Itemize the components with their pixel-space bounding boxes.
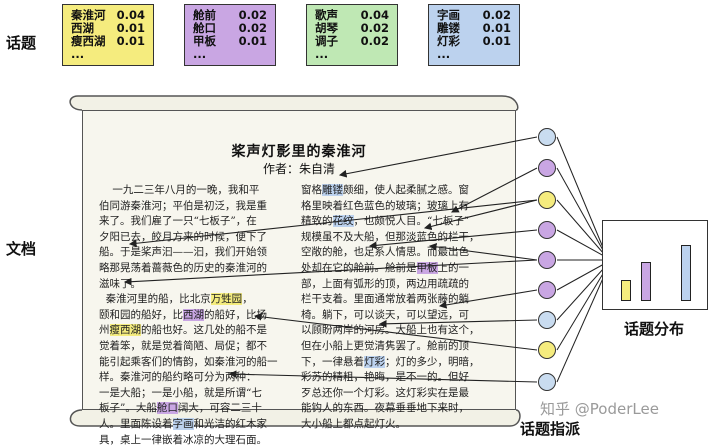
watermark: 知乎 @PoderLee bbox=[540, 398, 659, 419]
topic-assignment-circle bbox=[538, 191, 556, 209]
topic-distribution-label: 话题分布 bbox=[624, 318, 684, 339]
topic-assignment-circle bbox=[538, 251, 556, 269]
topic-assignment-circle bbox=[538, 159, 556, 177]
distribution-bar bbox=[621, 280, 631, 301]
distribution-bar bbox=[681, 245, 691, 301]
topic-assignment-circle bbox=[538, 341, 556, 359]
topic-assignment-circle bbox=[538, 373, 556, 391]
topic-assignment-circle bbox=[538, 221, 556, 239]
topic-assignment-label: 话题指派 bbox=[520, 418, 580, 439]
topic-assignment-circle bbox=[538, 281, 556, 299]
topic-assignment-circle bbox=[538, 128, 556, 146]
distribution-bar bbox=[641, 262, 651, 301]
topic-assignment-circle bbox=[538, 311, 556, 329]
topic-distribution-chart bbox=[602, 220, 708, 310]
